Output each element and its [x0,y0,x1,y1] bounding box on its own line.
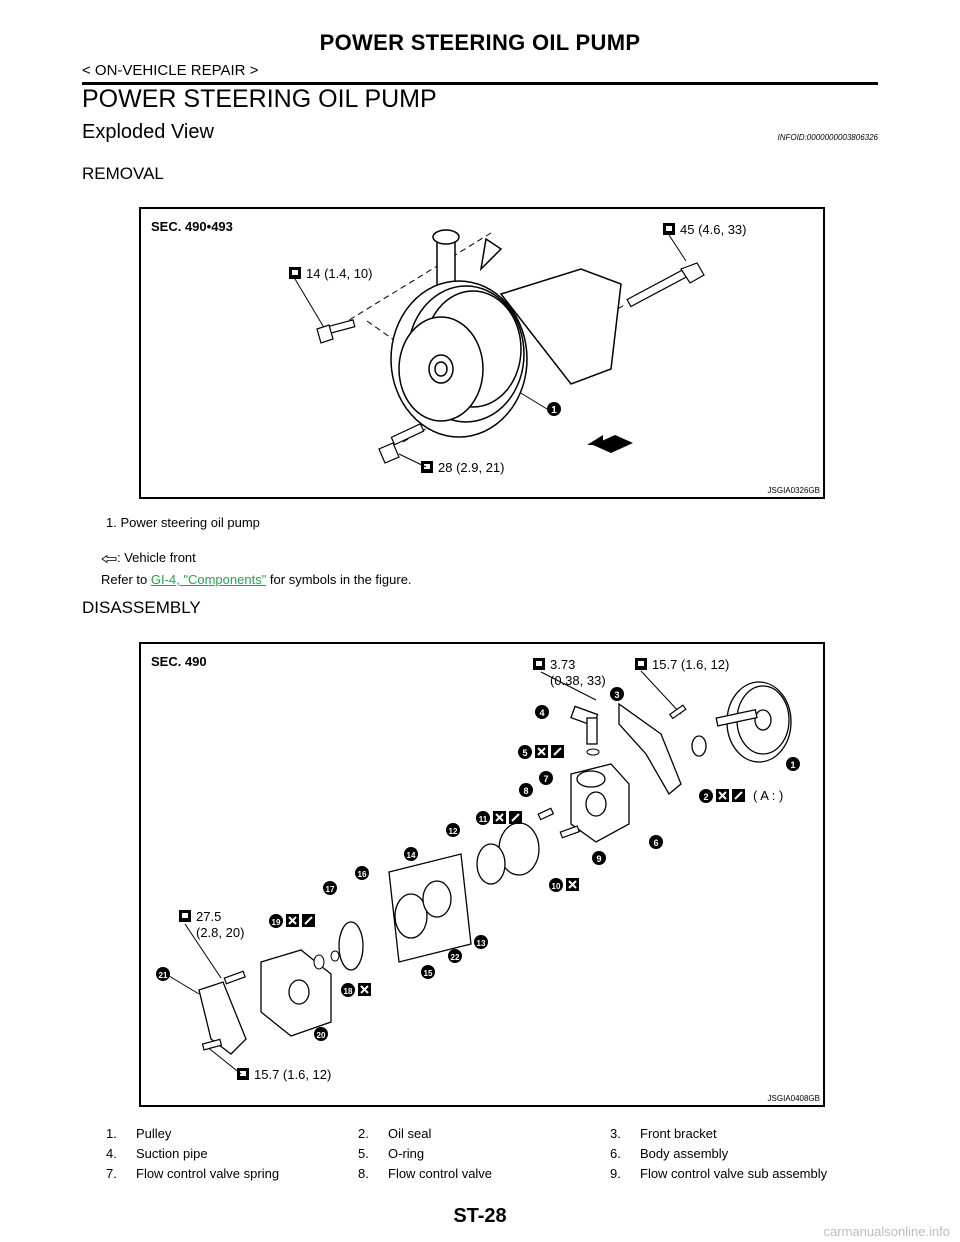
vehicle-front-text: : Vehicle front [117,550,196,565]
svg-text:5: 5 [522,748,527,758]
torque-icon [421,461,433,473]
removal-figure: SEC. 490•493 45 (4.6, 33) 14 (1.4, 10) 2… [139,207,825,499]
svg-text:6: 6 [653,838,658,848]
removal-caption: 1. Power steering oil pump [106,515,260,530]
torque-label-bottom: 28 (2.9, 21) [438,460,505,475]
running-header-title: POWER STEERING OIL PUMP [319,30,641,55]
gi-4-components-link[interactable]: GI-4, "Components" [150,572,267,587]
list-item: 6.Body assembly [610,1146,729,1161]
callout-1-label: 1 [551,405,557,416]
svg-text:7: 7 [543,774,548,784]
torque-label-left: 14 (1.4, 10) [306,266,373,281]
svg-text:12: 12 [449,827,458,836]
torque-label-a2: (0.38, 33) [550,673,606,688]
refer-suffix: for symbols in the figure. [266,572,412,587]
svg-text:22: 22 [451,953,460,962]
svg-text:4: 4 [539,708,544,718]
torque-label-b: 15.7 (1.6, 12) [652,657,729,672]
removal-sec-label: SEC. 490•493 [151,219,233,234]
info-id: INFOID:0000000003806326 [777,133,878,142]
bolt-bottom [378,423,425,464]
disassembly-sec-label: SEC. 490 [151,654,207,669]
svg-text:13: 13 [477,939,486,948]
list-item: 1.Pulley [106,1126,172,1141]
pump-body [432,229,622,385]
svg-text:17: 17 [326,885,335,894]
list-item: 7.Flow control valve spring [106,1166,280,1181]
svg-text:19: 19 [272,918,281,927]
list-item: 9.Flow control valve sub assembly [610,1166,828,1181]
callout-1 [547,402,561,416]
svg-text:8: 8 [523,786,528,796]
small-o-rings [313,748,600,970]
svg-text:11: 11 [479,815,488,824]
front-bracket [618,702,682,795]
svg-text:15: 15 [424,969,433,978]
torque-icon [635,658,647,670]
header-rule [82,82,878,85]
torque-icon [533,658,545,670]
svg-text:2: 2 [703,792,708,802]
page-number: ST-28 [453,1205,507,1227]
list-item: 3.Front bracket [610,1126,717,1141]
bracket-label: ( A : ) [753,788,783,803]
oil-seal [691,735,707,757]
vehicle-front-icon [101,554,117,563]
rear-bracket [198,981,247,1055]
list-item: 2.Oil seal [358,1126,432,1141]
do-not-reuse-icon [286,745,745,996]
torque-icon [289,267,301,279]
torque-label-c1: 27.5 [196,909,221,924]
bolts [201,704,687,1051]
torque-label-a1: 3.73 [550,657,575,672]
svg-text:9: 9 [596,854,601,864]
bolt-top-right [626,262,705,308]
vehicle-front-note: : Vehicle front [101,550,196,565]
figure-id: JSGIA0408GB [767,1094,820,1103]
svg-text:20: 20 [317,1031,326,1040]
disassembly-diagram: SEC. 490 3.73 (0.38, 33) 15.7 (1.6, 12) … [151,654,800,1082]
pulley [715,681,792,763]
bolt-left [316,319,356,344]
torque-icon [179,910,191,922]
rear-body [260,949,332,1037]
suction-pipe [570,705,599,745]
torque-icon [237,1068,249,1080]
svg-text:14: 14 [407,851,416,860]
body-assembly [570,763,630,843]
breadcrumb: < ON-VEHICLE REPAIR > [82,62,259,79]
torque-label-c2: (2.8, 20) [196,925,244,940]
disassembly-figure: SEC. 490 3.73 (0.38, 33) 15.7 (1.6, 12) … [139,642,825,1107]
pulley [390,280,528,438]
svg-text:10: 10 [552,882,561,891]
list-item: 8.Flow control valve [358,1166,493,1181]
list-item: 4.Suction pipe [106,1146,208,1161]
pump-internals [338,843,506,971]
svg-text:3: 3 [614,690,619,700]
page-title: POWER STEERING OIL PUMP [82,85,437,113]
section-subtitle: Exploded View [82,121,214,143]
torque-label-d: 15.7 (1.6, 12) [254,1067,331,1082]
leader-lines [168,670,682,1075]
figure-id: JSGIA0326GB [767,486,820,495]
svg-text:21: 21 [159,971,168,980]
refer-note: Refer to GI-4, "Components" for symbols … [101,572,412,587]
torque-icon [663,223,675,235]
list-item: 5.O-ring [358,1146,425,1161]
removal-diagram: SEC. 490•493 45 (4.6, 33) 14 (1.4, 10) 2… [151,219,747,475]
svg-text:1: 1 [790,760,795,770]
refer-prefix: Refer to [101,572,151,587]
svg-text:18: 18 [344,987,353,996]
disassembly-heading: DISASSEMBLY [82,598,201,617]
svg-text:16: 16 [358,870,367,879]
vehicle-front-arrow-icon [587,435,633,453]
callouts: 1 2 3 4 5 6 7 8 9 10 11 12 13 14 15 16 1… [156,687,800,1041]
removal-heading: REMOVAL [82,164,164,183]
torque-label-top-right: 45 (4.6, 33) [680,222,747,237]
watermark: carmanualsonline.info [823,1224,950,1239]
